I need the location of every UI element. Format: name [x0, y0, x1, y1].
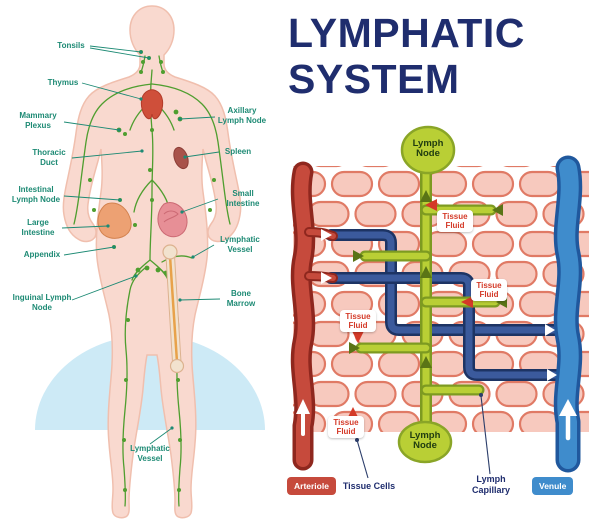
- floor-shape: [35, 335, 265, 430]
- leader-tissue-cells: [355, 438, 369, 479]
- label-inguinal-lymph-node: Inguinal Lymph Node: [12, 293, 72, 312]
- arteriole-flow-arrow-head: [296, 399, 310, 414]
- leader-thymus: [81, 82, 143, 101]
- legend-venule: Venule: [532, 477, 574, 495]
- label-lymphatic-vessel-upper: Lymphatic Vessel: [220, 235, 260, 254]
- label-appendix: Appendix: [23, 250, 61, 259]
- title-line-2: SYSTEM: [288, 56, 460, 103]
- tissue-fluid-label: Tissue Fluid: [437, 210, 473, 233]
- arteriole-branch-arrow-icon: [321, 229, 332, 241]
- lymph-node-bottom-shape: [397, 420, 453, 464]
- small-intestine-shape: [157, 202, 188, 238]
- lymph-capillary-branches: [355, 204, 501, 396]
- leader-thoracic-duct: [71, 149, 144, 159]
- capillary-to-venule-arrow-icon: [545, 324, 555, 336]
- thymus-shape: [140, 89, 164, 120]
- lymph-flow-arrows: [349, 190, 507, 368]
- leader-mammary-plexus: [63, 121, 121, 132]
- tissue-fluid-label: Tissue Fluid: [340, 310, 376, 333]
- label-lymphatic-vessel-lower: Lymphatic Vessel: [130, 444, 170, 463]
- label-axillary-lymph-node: Axillary Lymph Node: [217, 106, 267, 125]
- venule-flow-arrow-head: [559, 399, 577, 416]
- capillary-diagram: [290, 125, 589, 479]
- title-line-1: LYMPHATIC: [288, 10, 525, 56]
- tissue-fluid-label: Tissue Fluid: [471, 279, 507, 302]
- leader-lymph-capillary: [479, 393, 491, 475]
- large-intestine-shape: [97, 202, 132, 239]
- blood-capillary-lower: [325, 272, 567, 381]
- leader-spleen: [183, 151, 220, 159]
- leader-inguinal-lymph-node: [71, 274, 138, 301]
- spleen-shape: [173, 146, 189, 170]
- label-small-intestine: Small Intestine: [226, 189, 260, 208]
- legend-lymph-capillary: Lymph Capillary: [471, 474, 511, 495]
- venule-vessel: [553, 155, 583, 473]
- label-intestinal-lymph-node: Intestinal Lymph Node: [11, 185, 61, 204]
- label-thymus: Thymus: [47, 78, 79, 87]
- leader-tonsils: [89, 45, 151, 60]
- label-thoracic-duct: Thoracic Duct: [32, 148, 66, 167]
- arteriole-vessel: [290, 161, 338, 471]
- lymph-node-top-shape: [400, 125, 456, 175]
- label-spleen: Spleen: [224, 147, 252, 156]
- legend-arteriole: Arteriole: [287, 477, 336, 495]
- legend-tissue-cells: Tissue Cells: [342, 481, 396, 491]
- tissue-fluid-label: Tissue Fluid: [328, 416, 364, 439]
- lymph-node-top-label: Lymph Node: [412, 138, 444, 160]
- label-large-intestine: Large Intestine: [21, 218, 55, 237]
- page-title: LYMPHATIC SYSTEM: [288, 10, 525, 103]
- anatomy-figure: [35, 5, 265, 519]
- small-intestine-folds: [163, 210, 179, 223]
- label-bone-marrow: Bone Marrow: [226, 289, 256, 308]
- leader-appendix: [63, 245, 116, 256]
- label-tonsils: Tonsils: [57, 41, 85, 50]
- leader-intestinal-lymph-node: [63, 195, 122, 202]
- lymph-node-bottom-label: Lymph Node: [409, 430, 441, 452]
- capillary-to-venule-arrow-icon: [547, 369, 557, 381]
- leader-axillary-lymph-node: [178, 116, 216, 121]
- leader-lymphatic-vessel-lower: [149, 426, 174, 445]
- label-mammary-plexus: Mammary Plexus: [19, 111, 57, 130]
- leader-lymphatic-vessel-upper: [191, 244, 215, 259]
- arteriole-branch-arrow-icon: [321, 272, 332, 284]
- femur-bone-shape: [162, 244, 185, 374]
- leader-bone-marrow: [178, 298, 221, 302]
- leader-large-intestine: [61, 224, 110, 229]
- leader-small-intestine: [180, 198, 219, 214]
